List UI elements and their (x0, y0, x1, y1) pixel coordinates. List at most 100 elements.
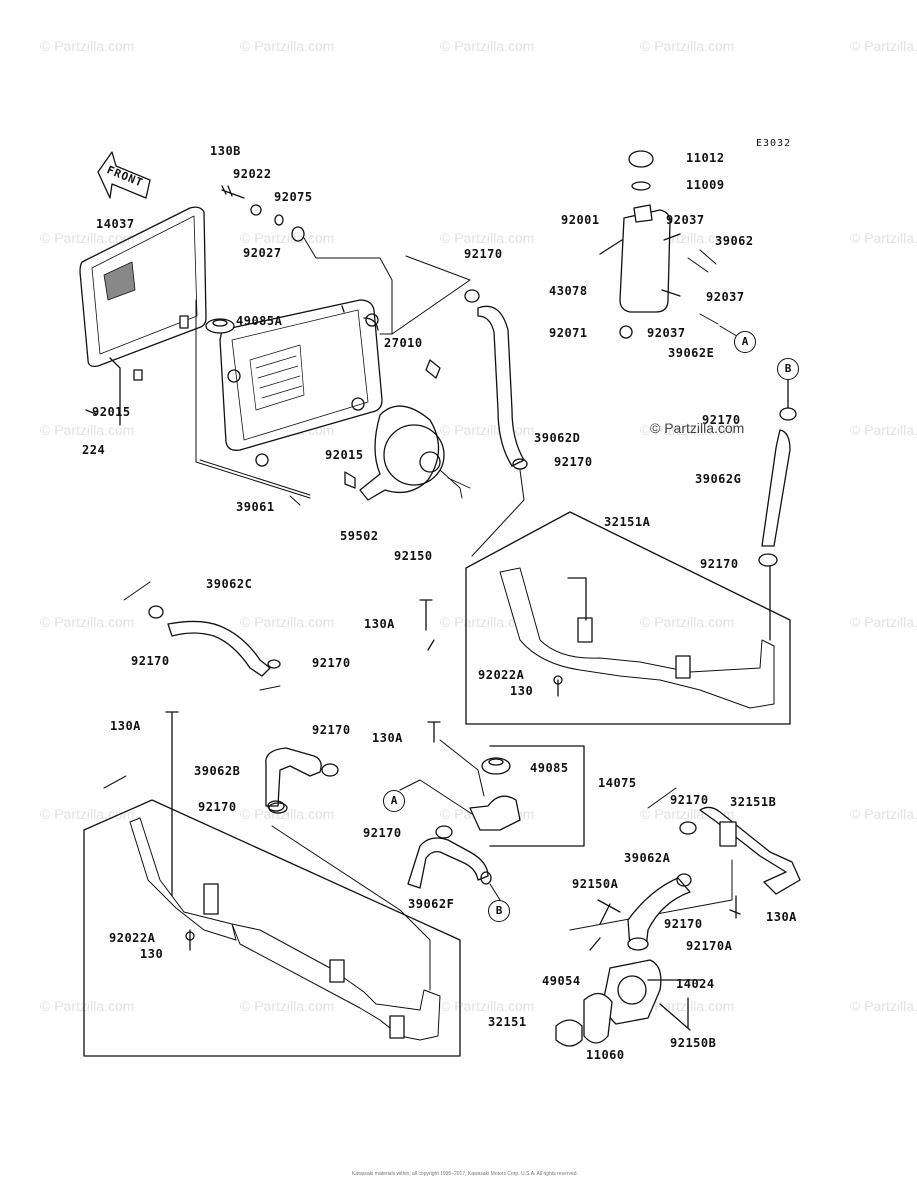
pipe-32151 (83, 799, 461, 1057)
watermark-text: © Partzilla.com (850, 998, 917, 1014)
part-label-130a-c[interactable]: 130A (372, 731, 403, 745)
part-label-49054[interactable]: 49054 (542, 974, 581, 988)
diagram-code: E3032 (756, 138, 792, 149)
part-label-130-l[interactable]: 130 (140, 947, 164, 961)
watermark-text: © Partzilla.com (850, 614, 917, 630)
part-label-92150[interactable]: 92150 (394, 549, 433, 563)
fan-shroud (359, 405, 440, 501)
part-label-39061[interactable]: 39061 (236, 500, 275, 514)
watermark-text: © Partzilla.com (40, 230, 135, 246)
part-label-92022a-l[interactable]: 92022A (109, 931, 156, 945)
watermark-text: © Partzilla.com (640, 422, 735, 438)
thermostat-49054 (555, 1019, 583, 1047)
watermark-text: © Partzilla.com (850, 38, 917, 54)
part-label-39062g[interactable]: 39062G (695, 472, 742, 486)
part-label-92170-a[interactable]: 92170 (664, 917, 703, 931)
watermark-text: © Partzilla.com (40, 614, 135, 630)
radiator-screen (79, 206, 207, 368)
part-label-92015-left[interactable]: 92015 (92, 405, 131, 419)
part-label-32151a[interactable]: 32151A (604, 515, 651, 529)
part-label-39062[interactable]: 39062 (715, 234, 754, 248)
watermark-text: © Partzilla.com (850, 806, 917, 822)
watermark-text: © Partzilla.com (40, 422, 135, 438)
part-label-92037-c[interactable]: 92037 (647, 326, 686, 340)
part-label-39062b[interactable]: 39062B (194, 764, 241, 778)
part-label-49085a[interactable]: 49085A (236, 314, 283, 328)
hose-39062b (265, 747, 322, 807)
watermark-text: © Partzilla.com (240, 38, 335, 54)
hose-39062c (167, 620, 271, 677)
reservoir-tank (619, 209, 671, 313)
watermark-text: © Partzilla.com (240, 998, 335, 1014)
watermark-text: © Partzilla.com (850, 422, 917, 438)
part-label-92170-f[interactable]: 92170 (363, 826, 402, 840)
hose-39062d (477, 305, 525, 467)
watermark-text: © Partzilla.com (440, 998, 535, 1014)
part-label-27010[interactable]: 27010 (384, 336, 423, 350)
part-label-130b[interactable]: 130B (210, 144, 241, 158)
part-label-92170-d[interactable]: 92170 (554, 455, 593, 469)
watermark-text: © Partzilla.com (240, 614, 335, 630)
part-label-14024[interactable]: 14024 (676, 977, 715, 991)
part-label-92015-fan[interactable]: 92015 (325, 448, 364, 462)
part-label-32151b[interactable]: 32151B (730, 795, 777, 809)
part-label-130-r[interactable]: 130 (510, 684, 534, 698)
gasket-11060 (583, 992, 613, 1044)
part-label-92170-c1[interactable]: 92170 (131, 654, 170, 668)
watermark-text: © Partzilla.com (850, 230, 917, 246)
part-label-14037[interactable]: 14037 (96, 217, 135, 231)
part-label-92170-b2[interactable]: 92170 (198, 800, 237, 814)
watermark-text: © Partzilla.com (240, 230, 335, 246)
part-label-39062e[interactable]: 39062E (668, 346, 715, 360)
part-label-39062a[interactable]: 39062A (624, 851, 671, 865)
part-label-92170-top[interactable]: 92170 (464, 247, 503, 261)
part-label-92071[interactable]: 92071 (549, 326, 588, 340)
part-label-92170-g[interactable]: 92170 (702, 413, 741, 427)
part-label-92170-b1[interactable]: 92170 (312, 723, 351, 737)
watermark-text: © Partzilla.com (440, 230, 535, 246)
part-label-32151[interactable]: 32151 (488, 1015, 527, 1029)
pipe-32151a (465, 511, 791, 725)
part-label-224[interactable]: 224 (82, 443, 106, 457)
part-label-14075[interactable]: 14075 (598, 776, 637, 790)
part-label-92075[interactable]: 92075 (274, 190, 313, 204)
pipe-32151b (699, 806, 801, 895)
part-label-130a-mid[interactable]: 130A (364, 617, 395, 631)
callout-b-mid: B (488, 900, 510, 922)
part-label-92170-c2[interactable]: 92170 (312, 656, 351, 670)
part-label-92150b[interactable]: 92150B (670, 1036, 717, 1050)
part-label-92037-a[interactable]: 92037 (666, 213, 705, 227)
part-label-39062f[interactable]: 39062F (408, 897, 455, 911)
hose-39062f (407, 837, 489, 889)
watermark-text: © Partzilla.com (440, 38, 535, 54)
part-label-130a-left[interactable]: 130A (110, 719, 141, 733)
part-label-39062c[interactable]: 39062C (206, 577, 253, 591)
part-label-130a-r[interactable]: 130A (766, 910, 797, 924)
front-arrow-icon (97, 151, 151, 199)
hose-39062g (761, 429, 791, 547)
part-label-11060[interactable]: 11060 (586, 1048, 625, 1062)
partzilla-tag: © Partzilla.com (650, 420, 745, 436)
part-label-49085[interactable]: 49085 (530, 761, 569, 775)
part-label-92022[interactable]: 92022 (233, 167, 272, 181)
part-label-92170-r[interactable]: 92170 (670, 793, 709, 807)
part-label-11009[interactable]: 11009 (686, 178, 725, 192)
part-label-39062d[interactable]: 39062D (534, 431, 581, 445)
part-label-43078[interactable]: 43078 (549, 284, 588, 298)
part-label-92170-g2[interactable]: 92170 (700, 557, 739, 571)
part-label-59502[interactable]: 59502 (340, 529, 379, 543)
part-label-92170a[interactable]: 92170A (686, 939, 733, 953)
watermark-text: © Partzilla.com (440, 614, 535, 630)
watermark-text: © Partzilla.com (640, 614, 735, 630)
watermark-text: © Partzilla.com (40, 38, 135, 54)
part-label-92027[interactable]: 92027 (243, 246, 282, 260)
part-label-92037-b[interactable]: 92037 (706, 290, 745, 304)
thermostat-housing-14024 (603, 959, 662, 1025)
part-label-11012[interactable]: 11012 (686, 151, 725, 165)
part-label-92001[interactable]: 92001 (561, 213, 600, 227)
watermark-text: © Partzilla.com (240, 806, 335, 822)
part-label-92150a[interactable]: 92150A (572, 877, 619, 891)
part-label-92022a-r[interactable]: 92022A (478, 668, 525, 682)
watermark-text: © Partzilla.com (640, 38, 735, 54)
